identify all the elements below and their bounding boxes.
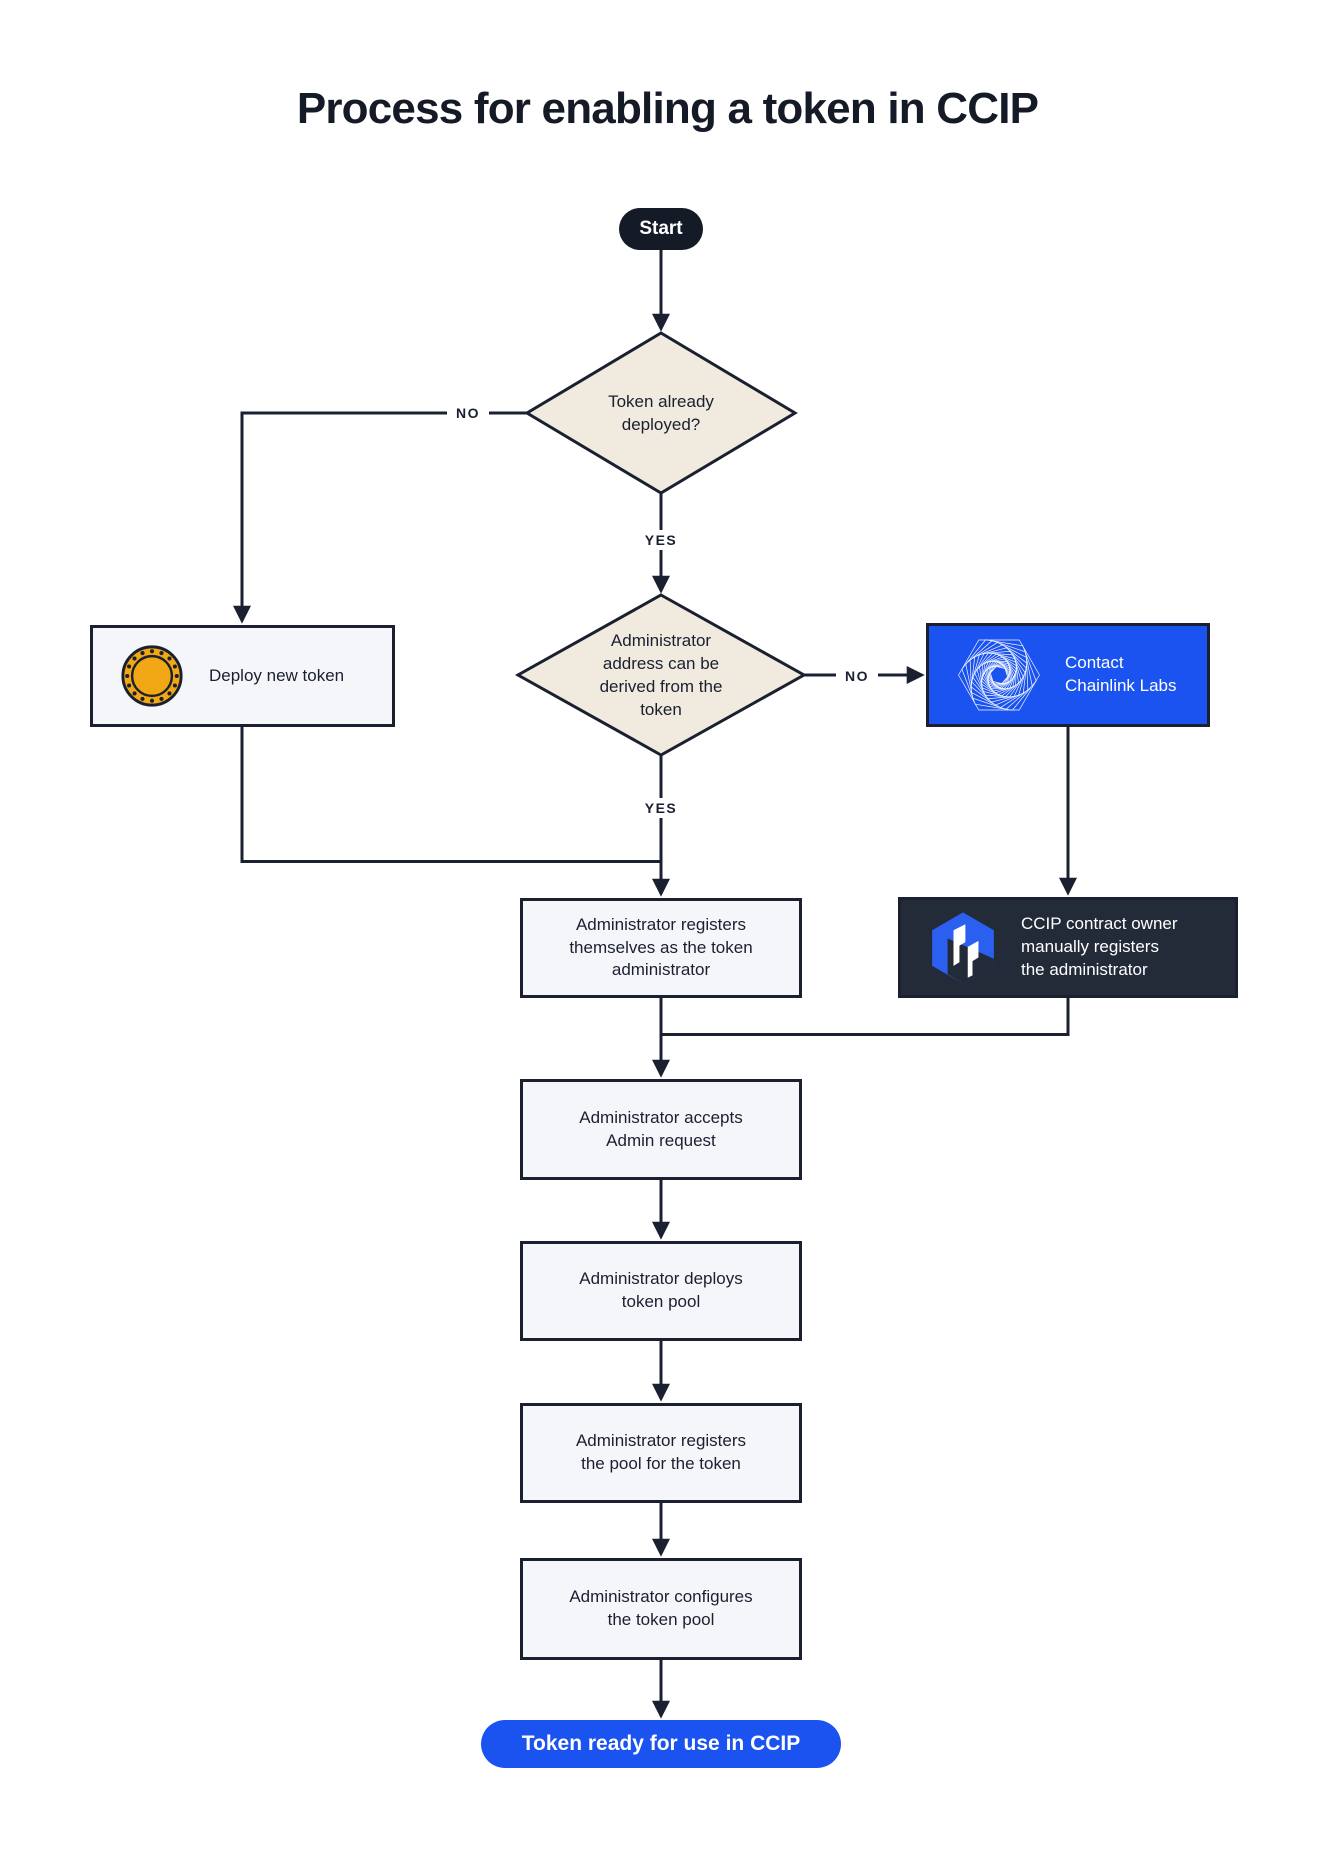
edge-label-no-deployed: NO	[447, 403, 489, 423]
deploy-new-token-node: Deploy new token	[90, 625, 395, 727]
token-ready-node: Token ready for use in CCIP	[481, 1720, 841, 1768]
start-node: Start	[619, 208, 703, 250]
admin-deploys-pool-node: Administrator deploys token pool	[520, 1241, 802, 1341]
coin-icon	[121, 645, 183, 707]
page-title: Process for enabling a token in CCIP	[296, 84, 1039, 133]
ccip-contract-owner-label: CCIP contract owner manually registers t…	[1021, 914, 1178, 979]
admin-configures-pool-node: Administrator configures the token pool	[520, 1558, 802, 1660]
admin-registers-pool-node: Administrator registers the pool for the…	[520, 1403, 802, 1503]
decision-admin-address-label: Administrator address can be derived fro…	[599, 631, 723, 719]
contact-chainlink-labs-label: Contact Chainlink Labs	[1065, 653, 1177, 695]
edge-label-no-derived: NO	[836, 666, 878, 686]
edge-label-yes-deployed: YES	[635, 530, 687, 550]
edge-label-yes-derived: YES	[635, 798, 687, 818]
start-label: Start	[639, 218, 683, 239]
admin-accepts-request-node: Administrator accepts Admin request	[520, 1079, 802, 1180]
admin-registers-self-node: Administrator registers themselves as th…	[520, 898, 802, 998]
token-ready-label: Token ready for use in CCIP	[521, 1732, 801, 1755]
deploy-new-token-label: Deploy new token	[209, 665, 345, 685]
chainlink-labs-icon	[958, 639, 1040, 711]
ccip-logo-icon	[932, 911, 994, 984]
edge-deploy-merge	[240, 727, 660, 863]
contact-chainlink-labs-node: Contact Chainlink Labs	[926, 623, 1210, 727]
ccip-contract-owner-node: CCIP contract owner manually registers t…	[898, 897, 1238, 998]
decision-token-deployed-shape	[524, 331, 798, 495]
edge-ccip-owner-merge	[659, 998, 1070, 1036]
edge-no-to-deploy-new-token	[233, 411, 527, 624]
decision-token-deployed-label: Token already deployed?	[608, 392, 714, 434]
decision-admin-address-shape	[514, 593, 808, 757]
